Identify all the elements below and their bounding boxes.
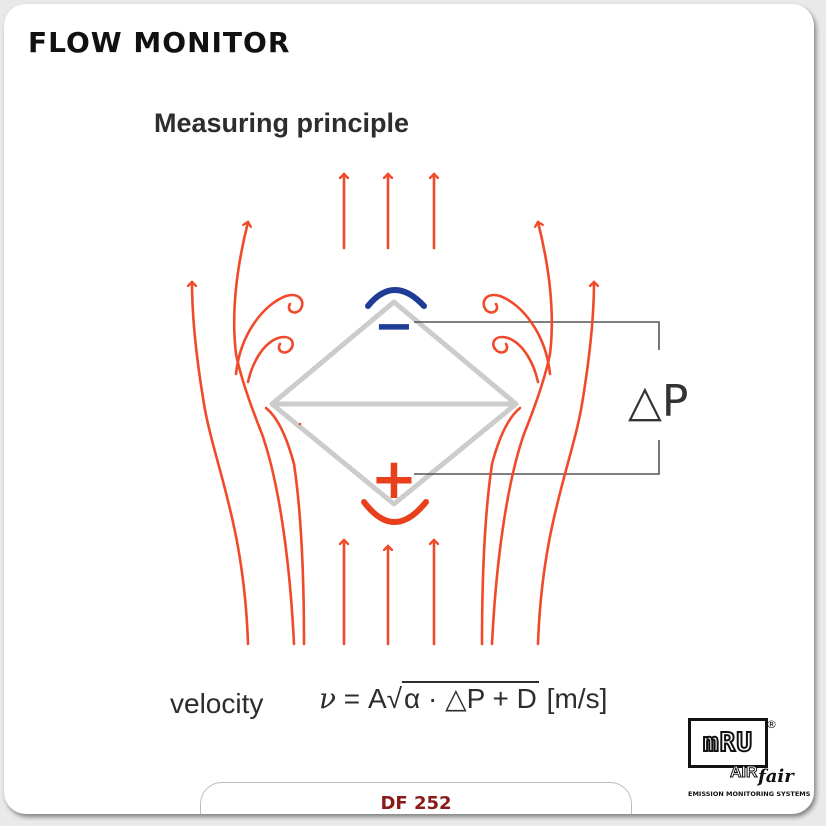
- logo-brand: mRU: [688, 718, 768, 768]
- eddy-right-lower: [492, 335, 540, 384]
- logo-air: AIR: [730, 764, 759, 782]
- flow-curve-left-outer: [192, 282, 250, 646]
- diagram-subtitle: Measuring principle: [154, 108, 410, 138]
- logo-registered: ®: [766, 718, 777, 731]
- formula-radicand: α · △P + D: [402, 681, 539, 714]
- flow-curve-left-wrap: [264, 406, 306, 646]
- delta-p-bracket: [414, 321, 660, 475]
- eddy-left-upper: [234, 293, 304, 376]
- minus-sign: −: [374, 298, 414, 354]
- eddy-left-lower: [246, 335, 294, 384]
- plus-sign: +: [371, 447, 418, 512]
- measuring-diagram: − + △P: [4, 4, 688, 646]
- formula-radical: √: [386, 683, 402, 714]
- formula-nu: ν: [319, 682, 337, 715]
- eddy-right-upper: [482, 293, 552, 376]
- mru-airfair-logo: mRU ® AIR fair EMISSION MONITORING SYSTE…: [688, 718, 810, 804]
- logo-tagline: EMISSION MONITORING SYSTEMS: [688, 790, 811, 798]
- formula-equals: = A: [336, 683, 387, 714]
- flow-curve-right-outer: [536, 282, 594, 646]
- formula-unit: [m/s]: [538, 683, 608, 714]
- flow-curve-left-inner: [232, 222, 296, 646]
- flow-lines: [192, 174, 594, 646]
- flow-curve-right-inner: [490, 222, 554, 646]
- page-title: FLOW MONITOR: [28, 26, 291, 59]
- logo-fair: fair: [758, 766, 794, 787]
- card: FLOW MONITOR Measuring principle − + △P: [4, 4, 814, 814]
- velocity-formula: ν = A√α · △P + D [m/s]: [319, 681, 608, 715]
- flow-curve-right-wrap: [480, 406, 522, 646]
- model-label: DF 252: [380, 793, 452, 814]
- delta-p-label: △P: [628, 376, 688, 427]
- low-pressure-cap: [365, 287, 427, 309]
- model-tab: DF 252: [200, 782, 632, 814]
- probe-diamond: [269, 299, 519, 507]
- high-pressure-cap: [361, 499, 429, 525]
- velocity-label: velocity: [170, 688, 264, 719]
